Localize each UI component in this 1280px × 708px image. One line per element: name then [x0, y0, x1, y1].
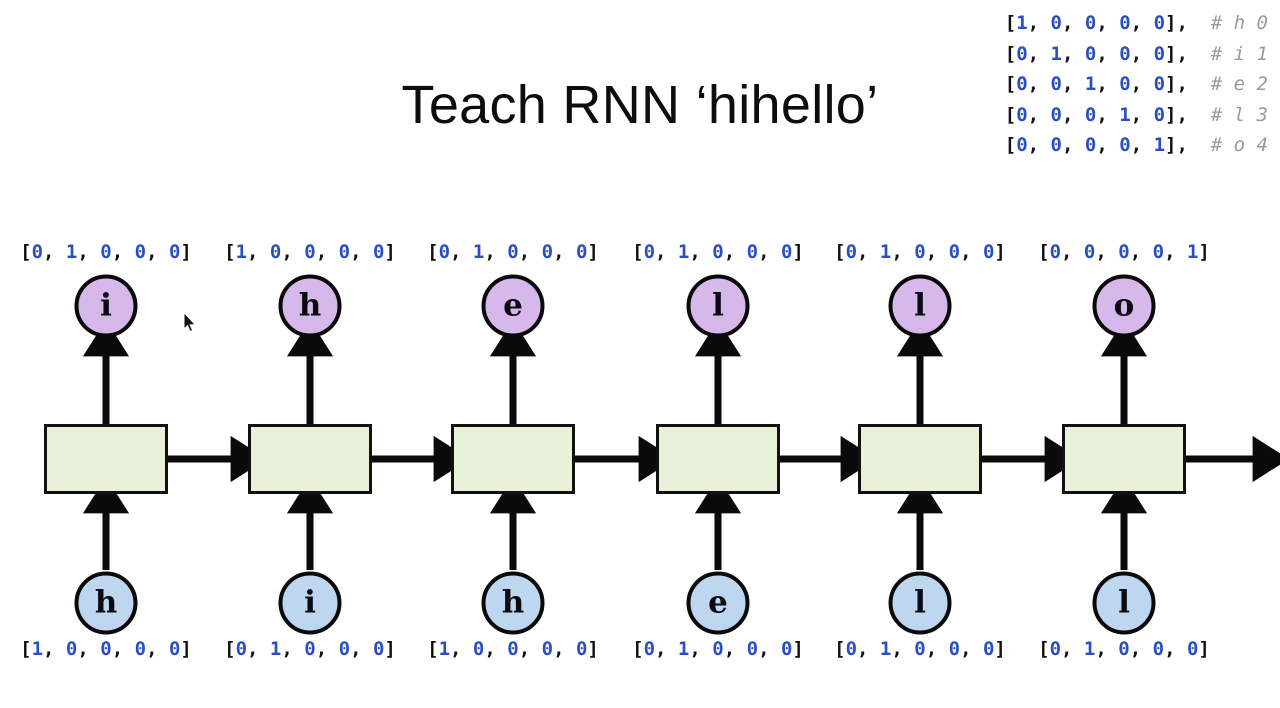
- onehot-vector: [0, 1, 0, 0, 0],: [1004, 42, 1188, 65]
- output-node: e: [481, 274, 545, 338]
- onehot-comment: # l 3: [1187, 103, 1268, 126]
- input-vector-label: [1, 0, 0, 0, 0]: [427, 638, 599, 660]
- input-node: h: [74, 571, 138, 635]
- rnn-cell: [248, 424, 372, 494]
- input-vector-label: [1, 0, 0, 0, 0]: [20, 638, 192, 660]
- output-vector-label: [0, 1, 0, 0, 0]: [834, 241, 1006, 263]
- onehot-comment: # o 4: [1187, 134, 1268, 156]
- rnn-cell: [451, 424, 575, 494]
- output-node: i: [74, 274, 138, 338]
- rnn-cell: [656, 424, 780, 494]
- input-vector-label: [0, 1, 0, 0, 0]: [1038, 638, 1210, 660]
- input-node: h: [481, 571, 545, 635]
- output-vector-label: [0, 1, 0, 0, 0]: [632, 241, 804, 263]
- rnn-cell: [858, 424, 982, 494]
- output-node: l: [686, 274, 750, 338]
- page-title: Teach RNN ‘hihello’: [401, 75, 879, 135]
- onehot-comment: # h 0: [1187, 12, 1268, 34]
- onehot-encoding-legend: [1, 0, 0, 0, 0], # h 0[0, 1, 0, 0, 0], #…: [1005, 8, 1268, 161]
- output-node: o: [1092, 274, 1156, 338]
- onehot-vector: [0, 0, 0, 0, 1],: [1004, 134, 1188, 156]
- input-node: i: [278, 571, 342, 635]
- output-vector-label: [0, 1, 0, 0, 0]: [20, 241, 192, 263]
- onehot-legend-row: [0, 0, 0, 0, 1], # o 4: [1005, 130, 1268, 161]
- output-vector-label: [1, 0, 0, 0, 0]: [224, 241, 396, 263]
- mouse-cursor-icon: [183, 312, 197, 333]
- onehot-legend-row: [0, 0, 1, 0, 0], # e 2: [1005, 69, 1268, 100]
- input-node: l: [888, 571, 952, 635]
- onehot-comment: # e 2: [1187, 73, 1268, 95]
- onehot-vector: [0, 0, 1, 0, 0],: [1004, 73, 1188, 95]
- output-vector-label: [0, 0, 0, 0, 1]: [1038, 241, 1210, 263]
- input-node: l: [1092, 571, 1156, 635]
- input-vector-label: [0, 1, 0, 0, 0]: [834, 638, 1006, 660]
- output-node: h: [278, 274, 342, 338]
- onehot-legend-row: [0, 1, 0, 0, 0], # i 1: [1005, 39, 1268, 70]
- onehot-legend-row: [0, 0, 0, 1, 0], # l 3: [1005, 100, 1268, 131]
- input-vector-label: [0, 1, 0, 0, 0]: [632, 638, 804, 660]
- onehot-comment: # i 1: [1187, 42, 1268, 65]
- rnn-cell: [1062, 424, 1186, 494]
- input-vector-label: [0, 1, 0, 0, 0]: [224, 638, 396, 660]
- onehot-vector: [1, 0, 0, 0, 0],: [1004, 12, 1188, 34]
- input-node: e: [686, 571, 750, 635]
- onehot-vector: [0, 0, 0, 1, 0],: [1004, 103, 1188, 126]
- rnn-cell: [44, 424, 168, 494]
- onehot-legend-row: [1, 0, 0, 0, 0], # h 0: [1005, 8, 1268, 39]
- output-vector-label: [0, 1, 0, 0, 0]: [427, 241, 599, 263]
- output-node: l: [888, 274, 952, 338]
